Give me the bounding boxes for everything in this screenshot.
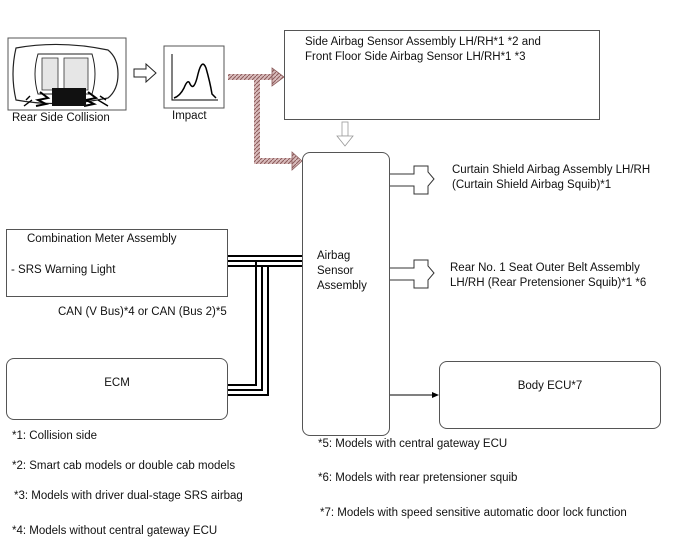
airbag-sensor-line3: Assembly [317, 280, 367, 292]
side-sensor-line2: Front Floor Side Airbag Sensor LH/RH*1 *… [305, 51, 526, 63]
note-5: *5: Models with central gateway ECU [318, 438, 508, 450]
airbag-sensor-line2: Sensor [317, 265, 354, 277]
pretensioner-line2: LH/RH (Rear Pretensioner Squib)*1 *6 [450, 277, 647, 289]
curtain-airbag-line2: (Curtain Shield Airbag Squib)*1 [452, 179, 612, 191]
ecm-box: ECM [6, 358, 228, 420]
note-7: *7: Models with speed sensitive automati… [320, 507, 627, 519]
rear-side-collision-label: Rear Side Collision [12, 112, 110, 124]
note-2: *2: Smart cab models or double cab model… [12, 460, 236, 472]
hollow-right-arrow-icon [133, 62, 157, 84]
car-top-view-icon [12, 43, 119, 107]
pretensioner-squib-connector [390, 259, 435, 289]
impact-frame [163, 45, 225, 109]
can-bus-label: CAN (V Bus)*4 or CAN (Bus 2)*5 [58, 306, 227, 318]
combination-meter-title: Combination Meter Assembly [27, 233, 177, 245]
curtain-airbag-line1: Curtain Shield Airbag Assembly LH/RH [452, 164, 651, 176]
note-4: *4: Models without central gateway ECU [12, 525, 218, 537]
airbag-sensor-line1: Airbag [317, 250, 351, 262]
can-bus-lines [228, 255, 302, 396]
srs-warning-light-label: - SRS Warning Light [11, 264, 116, 276]
combination-meter-box: Combination Meter Assembly - SRS Warning… [6, 229, 228, 297]
side-airbag-sensor-box: Side Airbag Sensor Assembly LH/RH*1 *2 a… [284, 30, 600, 120]
body-ecu-box: Body ECU*7 [439, 361, 661, 429]
note-1: *1: Collision side [12, 430, 98, 442]
body-ecu-label: Body ECU*7 [517, 380, 583, 392]
airbag-sensor-assembly-box: Airbag Sensor Assembly [302, 152, 390, 436]
body-ecu-arrow [390, 392, 439, 398]
impact-signal-arrow [228, 67, 303, 171]
side-sensor-line1: Side Airbag Sensor Assembly LH/RH*1 *2 a… [305, 36, 541, 48]
note-3: *3: Models with driver dual-stage SRS ai… [14, 490, 243, 502]
curtain-squib-connector [390, 165, 435, 195]
note-6: *6: Models with rear pretensioner squib [318, 472, 518, 484]
impact-waveform-icon [171, 54, 218, 101]
impact-label: Impact [172, 110, 207, 122]
pretensioner-line1: Rear No. 1 Seat Outer Belt Assembly [450, 262, 640, 274]
side-sensor-down-arrow [336, 121, 354, 147]
ecm-label: ECM [104, 377, 130, 389]
